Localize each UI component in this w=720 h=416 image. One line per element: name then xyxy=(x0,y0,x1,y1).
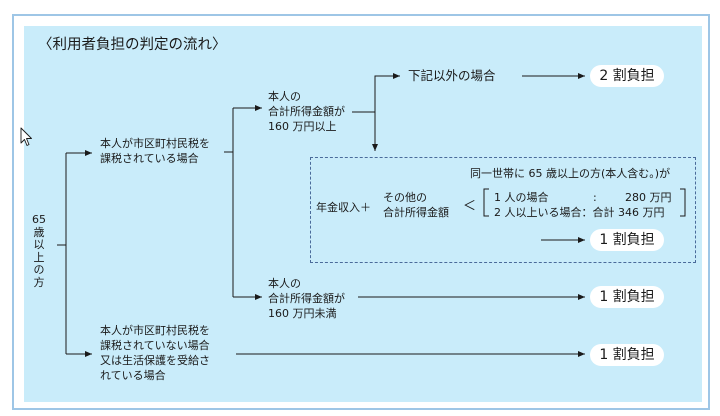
taxed-line-2: 課税されている場合 xyxy=(100,152,199,165)
not-taxed-line-4: れている場合 xyxy=(100,369,166,382)
high-income-line-2: 合計所得金額が xyxy=(268,105,345,118)
other-case-arrow xyxy=(352,73,400,113)
result-one-percent-not-taxed: 1 割負担 xyxy=(590,344,664,366)
result-one-percent-box: 1 割負担 xyxy=(590,229,664,251)
not-taxed-line-1: 本人が市区町村民税を xyxy=(100,324,210,337)
low-income-line-1: 本人の xyxy=(268,277,301,290)
other-case-label: 下記以外の場合 xyxy=(408,68,496,83)
result-one-percent-low-income: 1 割負担 xyxy=(590,286,664,308)
high-income-line-3: 160 万円以上 xyxy=(268,120,337,133)
result-two-percent: 2 割負担 xyxy=(590,65,664,87)
low-income-line-3: 160 万円未満 xyxy=(268,307,337,320)
one-person-value: 280 万円 xyxy=(625,191,672,204)
left-brace xyxy=(483,188,489,217)
not-taxed-line-3: 又は生活保護を受給さ xyxy=(100,354,210,367)
right-brace xyxy=(680,188,686,217)
root-label: 65歳以上の方 xyxy=(32,213,46,289)
high-income-line-1: 本人の xyxy=(268,90,301,103)
not-taxed-line-2: 課税されていない場合 xyxy=(100,339,210,352)
diagram-panel xyxy=(24,26,702,402)
pension-label: 年金収入＋ xyxy=(316,201,371,214)
less-than-symbol: ＜ xyxy=(463,199,477,214)
two-person-line: 2 人以上いる場合：合計 346 万円 xyxy=(494,206,665,219)
condition-box xyxy=(310,157,696,263)
low-income-line-2: 合計所得金額が xyxy=(268,292,345,305)
diagram-title: 〈利用者負担の判定の流れ〉 xyxy=(38,37,227,53)
taxed-line-1: 本人が市区町村民税を xyxy=(100,137,210,150)
box-header: 同一世帯に 65 歳以上の方(本人含む。)が xyxy=(470,167,671,180)
one-person-colon: : xyxy=(593,191,597,204)
other-income-line-2: 合計所得金額 xyxy=(383,206,449,219)
other-income-line-1: その他の xyxy=(383,191,427,204)
one-person-label: 1 人の場合 xyxy=(494,191,549,204)
